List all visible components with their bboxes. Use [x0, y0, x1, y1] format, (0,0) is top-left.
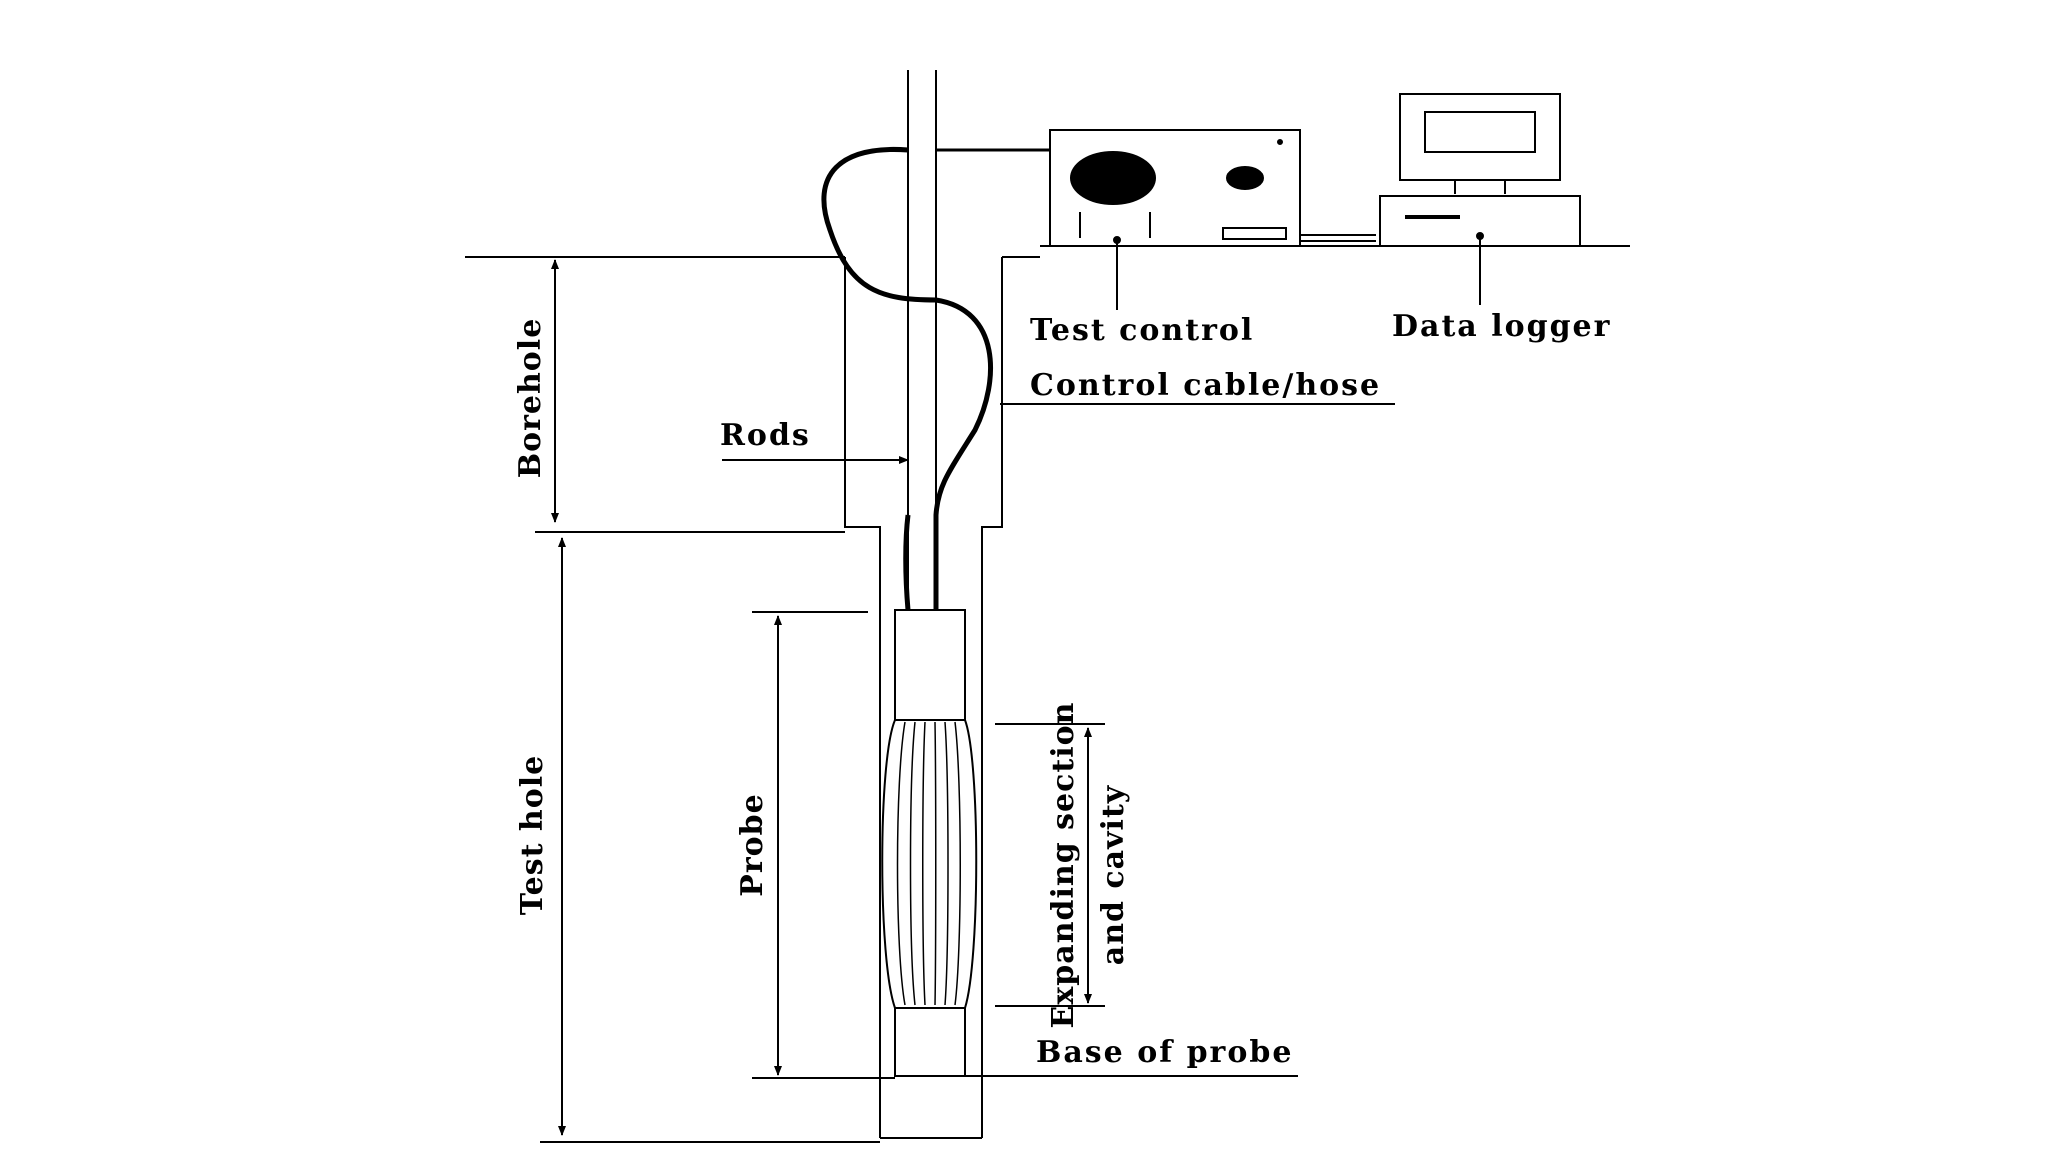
expanding-section-label-line2: and cavity [1096, 784, 1131, 965]
test-control-label: Test control [1030, 313, 1254, 348]
expanding-section-ribs [896, 721, 961, 1006]
test-hole-label: Test hole [515, 755, 550, 915]
base-of-probe-label: Base of probe [1036, 1035, 1293, 1070]
control-cable-lower [903, 514, 911, 611]
data-logger-stand [1454, 180, 1506, 194]
test-control-console [1049, 129, 1301, 247]
data-logger-label: Data logger [1392, 309, 1611, 344]
rods-label: Rods [720, 418, 811, 453]
borehole-wall-right [981, 257, 1003, 1138]
control-cable [821, 146, 993, 610]
probe-top-block [894, 609, 966, 721]
data-logger-monitor [1399, 93, 1561, 181]
test-control-indicator [1277, 139, 1283, 145]
expanding-section [881, 719, 978, 1009]
test-control-panel-slot [1222, 227, 1287, 240]
probe-base-block [894, 1007, 966, 1077]
borehole-wall-left [844, 257, 881, 1138]
borehole-label: Borehole [513, 318, 548, 479]
control-cable-label: Control cable/hose [1030, 368, 1381, 403]
expanding-section-label-line1: Expanding section [1046, 702, 1081, 1029]
test-control-gauge-large [1070, 151, 1156, 205]
probe-label: Probe [735, 793, 770, 896]
test-control-gauge-small [1226, 166, 1264, 190]
data-logger-screen [1424, 111, 1536, 153]
